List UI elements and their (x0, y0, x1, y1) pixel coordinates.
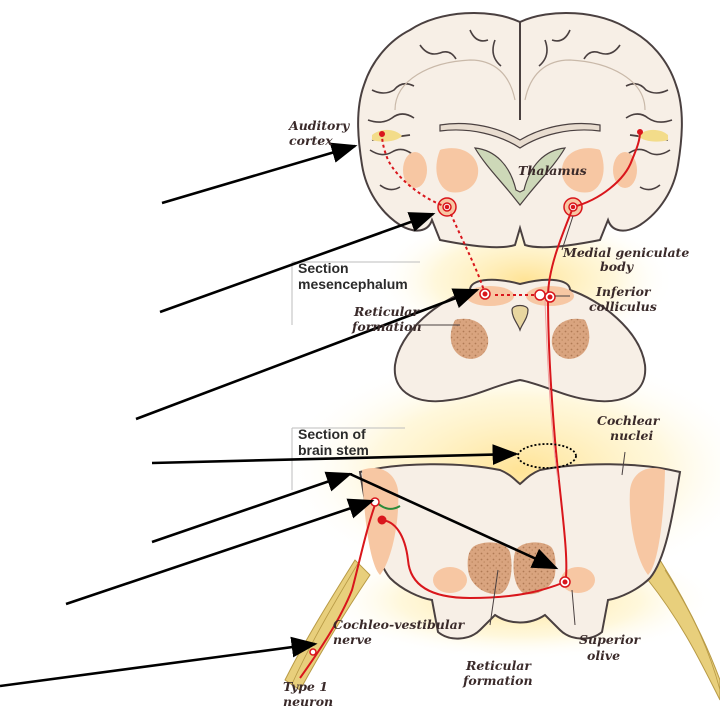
cerebrum-section (357, 12, 683, 249)
label-inferior-colliculus-2: colliculus (589, 299, 657, 314)
arrow-6 (65, 498, 375, 606)
label-reticular-lower-1: Reticular (465, 658, 532, 673)
label-auditory-cortex-2: cortex (289, 133, 333, 148)
arrow-7 (0, 636, 318, 688)
arrow-3 (135, 288, 480, 421)
label-cochlear-nuclei-2: nuclei (610, 428, 653, 443)
section-guides (291, 261, 420, 490)
arrow-1 (161, 142, 358, 205)
leader-lines (418, 215, 626, 626)
label-thalamus: Thalamus (518, 163, 587, 178)
aqueduct (511, 304, 529, 332)
arrow-5a (151, 471, 353, 544)
label-mgb-2: body (600, 259, 634, 274)
superior-olive-left (433, 567, 467, 593)
superior-olive-right (561, 567, 595, 593)
arrow-4 (151, 444, 519, 465)
label-cochleo-vestibular-2: nerve (333, 632, 372, 647)
section-brain-stem-1: Section of (298, 426, 366, 442)
reticular-mes-right (551, 318, 590, 359)
label-cochleo-vestibular-1: Cochleo-vestibular (333, 617, 466, 632)
label-type1-neuron-2: neuron (283, 694, 333, 709)
reticular-stem-left (467, 542, 512, 595)
label-mgb-1: Medial geniculate (562, 245, 689, 260)
label-superior-olive-1: Superior (579, 632, 641, 647)
auditory-cortex-right (638, 129, 668, 142)
label-cochlear-nuclei-1: Cochlear (597, 413, 661, 428)
label-type1-neuron-1: Type 1 (283, 679, 328, 694)
label-auditory-cortex-1: Auditory (288, 118, 350, 133)
cochlear-nucleus-right (629, 468, 665, 575)
annotation-arrows (0, 142, 559, 688)
nerve-left (284, 559, 371, 691)
reticular-mes-left (450, 318, 489, 359)
arrow-5b (349, 472, 559, 570)
label-reticular-upper-1: Reticular (353, 304, 420, 319)
section-mesencephalum-2: mesencephalum (298, 276, 408, 292)
section-mesencephalum-1: Section (298, 260, 349, 276)
label-superior-olive-2: olive (587, 648, 620, 663)
thalamus-left (436, 148, 479, 193)
auditory-pathways (299, 129, 643, 679)
label-inferior-colliculus-1: Inferior (595, 284, 652, 299)
nerve-right (647, 559, 720, 701)
section-brain-stem-2: brain stem (298, 442, 369, 458)
arrow-2 (159, 212, 436, 314)
label-reticular-upper-2: formation (351, 319, 422, 334)
highlight-ellipse (517, 443, 577, 469)
label-reticular-lower-2: formation (462, 673, 533, 688)
thalamus-right (561, 148, 604, 193)
